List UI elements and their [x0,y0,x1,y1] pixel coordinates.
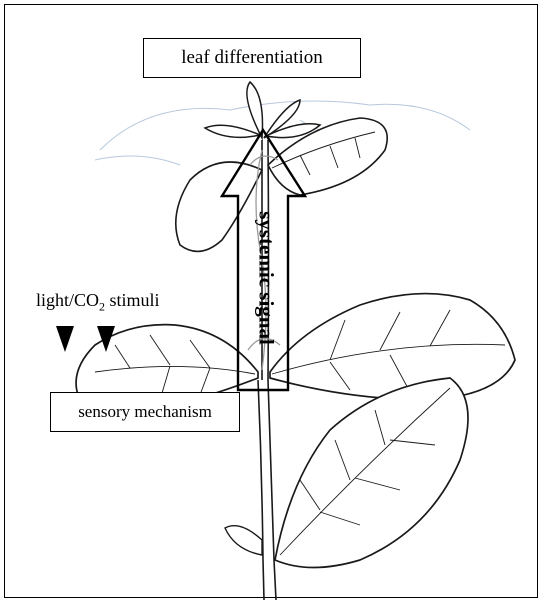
lower-right-leaf [270,294,515,400]
small-bottom-leaf [225,526,262,555]
sensory-mechanism-box: sensory mechanism [50,392,240,432]
leaf-differentiation-label: leaf differentiation [181,47,323,69]
sensory-mechanism-label: sensory mechanism [78,402,212,422]
stimulus-arrow [56,326,74,352]
stimuli-prefix: light/CO [36,290,99,310]
upper-left-leaf [176,162,262,251]
stimuli-label: light/CO2 stimuli [36,290,160,315]
systemic-signal-label: systemic signal [254,211,279,345]
stimuli-suffix: stimuli [105,290,160,310]
bottom-right-leaf [275,378,468,568]
leaf-differentiation-box: leaf differentiation [143,38,361,78]
